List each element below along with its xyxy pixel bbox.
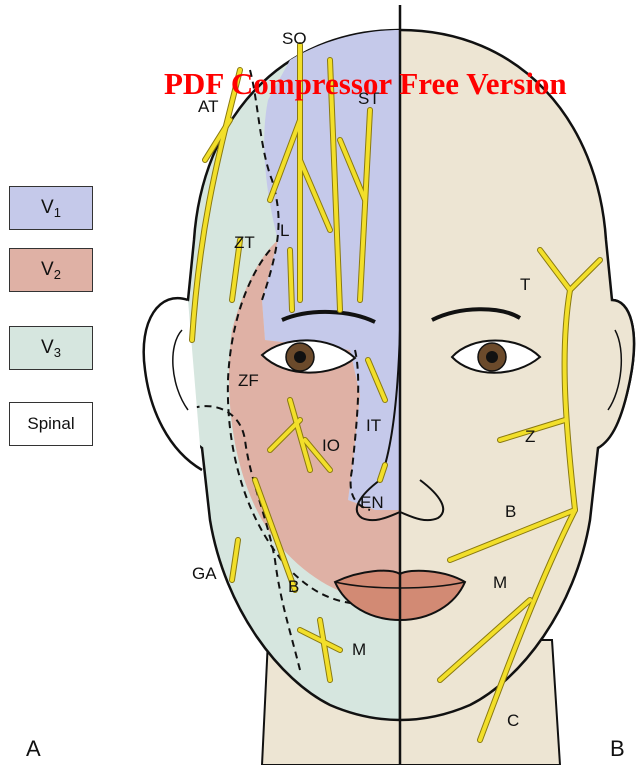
- label-io: IO: [322, 437, 340, 454]
- legend-spinal: Spinal: [9, 402, 93, 446]
- label-l: L: [280, 222, 289, 239]
- watermark-text: PDF Compressor Free Version: [164, 68, 567, 99]
- label-c: C: [507, 712, 519, 729]
- label-t: T: [520, 276, 530, 293]
- legend-v3-base: V: [41, 337, 54, 359]
- legend-v3-sub: 3: [54, 345, 61, 360]
- label-ga: GA: [192, 565, 217, 582]
- label-z: Z: [525, 428, 535, 445]
- label-so: SO: [282, 30, 307, 47]
- legend-v1-base: V: [41, 197, 54, 219]
- label-m-right: M: [493, 574, 507, 591]
- legend-v2-base: V: [41, 259, 54, 281]
- panel-label-b: B: [610, 738, 625, 760]
- label-b-left: B: [288, 578, 299, 595]
- label-zt: ZT: [234, 234, 255, 251]
- label-en: EN: [360, 494, 384, 511]
- panel-label-a: A: [26, 738, 41, 760]
- legend-v1-sub: 1: [54, 205, 61, 220]
- label-zf: ZF: [238, 372, 259, 389]
- label-it: IT: [366, 417, 381, 434]
- legend-spinal-label: Spinal: [27, 414, 74, 434]
- legend-v2-sub: 2: [54, 267, 61, 282]
- label-m-left: M: [352, 641, 366, 658]
- label-b-right: B: [505, 503, 516, 520]
